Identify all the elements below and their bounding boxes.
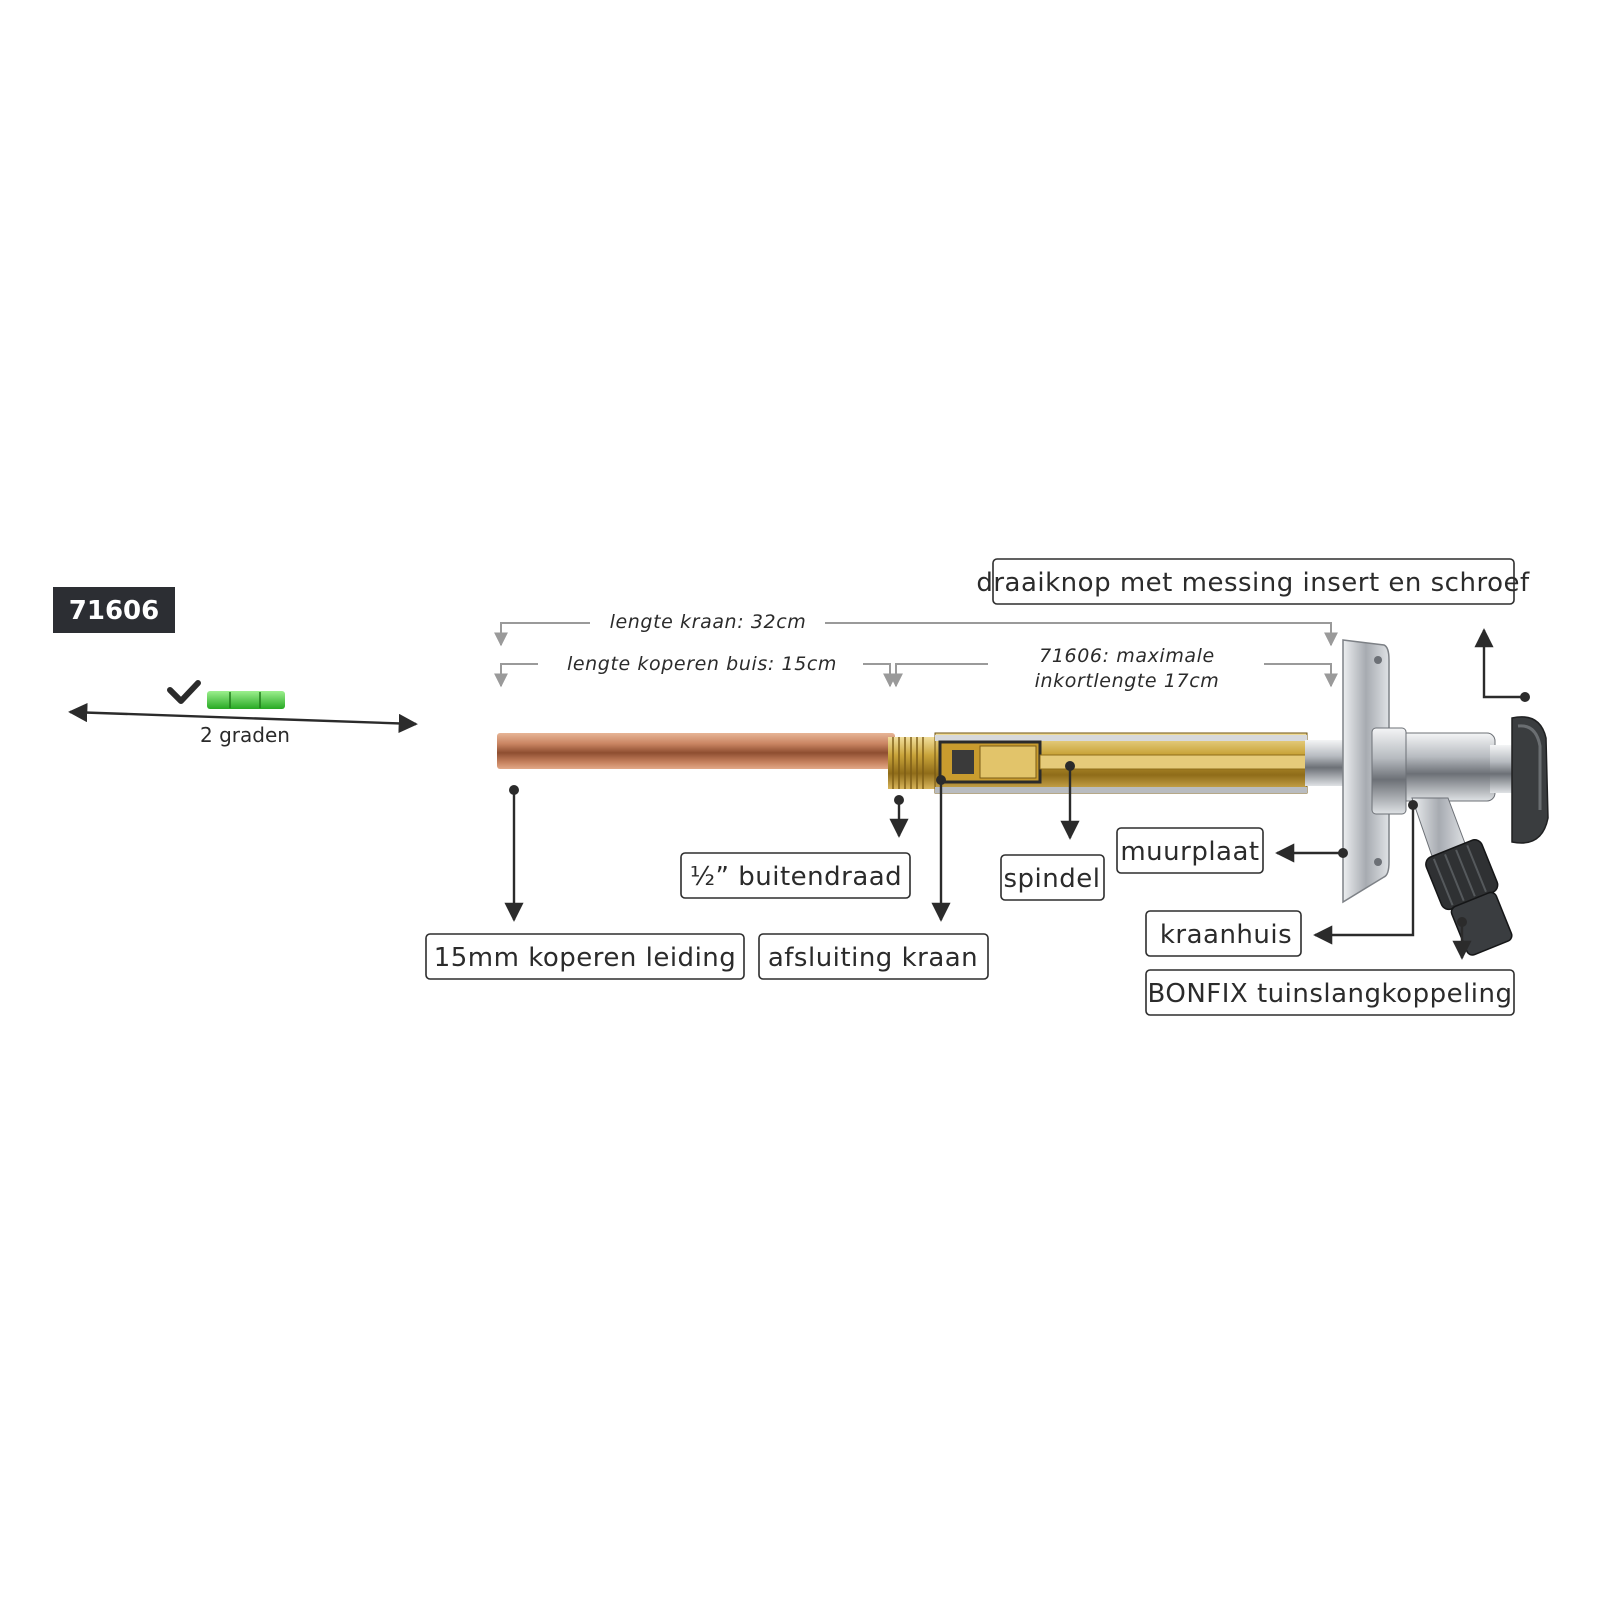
product-code-badge: 71606 xyxy=(53,587,175,633)
label-wall-plate-text: muurplaat xyxy=(1120,837,1259,867)
dimension-shorten-length: 71606: maximale inkortlengte 17cm xyxy=(889,645,1338,692)
label-thread: ½” buitendraad xyxy=(680,852,911,899)
hose-coupling xyxy=(1425,839,1513,956)
spirit-level-icon xyxy=(207,691,285,709)
faucet-housing xyxy=(1371,727,1496,857)
label-coupling: BONFIX tuinslangkoppeling xyxy=(1145,969,1515,1016)
label-housing-text: kraanhuis xyxy=(1160,920,1292,950)
label-coupling-text: BONFIX tuinslangkoppeling xyxy=(1147,979,1512,1009)
total-length-text: lengte kraan: 32cm xyxy=(610,611,807,633)
leader-lines xyxy=(504,628,1530,960)
spindle-rod xyxy=(1039,754,1308,770)
shorten-length-line2: inkortlengte 17cm xyxy=(1035,670,1220,692)
faucet-illustration xyxy=(497,639,1549,956)
tilt-caption: 2 graden xyxy=(200,723,290,747)
thread-section xyxy=(888,737,936,789)
label-shutoff: afsluiting kraan xyxy=(758,933,989,980)
product-code: 71606 xyxy=(69,596,159,626)
check-icon xyxy=(167,680,201,704)
label-spindle-text: spindel xyxy=(1004,864,1101,894)
label-housing: kraanhuis xyxy=(1145,910,1302,957)
copper-length-text: lengte koperen buis: 15cm xyxy=(567,653,837,675)
label-shutoff-text: afsluiting kraan xyxy=(768,943,978,973)
wall-plate xyxy=(1342,639,1390,904)
label-wall-plate: muurplaat xyxy=(1116,827,1264,874)
level-indicator: 2 graden xyxy=(68,680,418,747)
tilt-arrow xyxy=(68,703,418,733)
knob xyxy=(1490,716,1549,844)
shorten-length-line1: 71606: maximale xyxy=(1039,645,1215,667)
label-thread-text: ½” buitendraad xyxy=(690,862,902,892)
label-copper-pipe: 15mm koperen leiding xyxy=(425,933,745,980)
label-knob-text: draaiknop met messing insert en schroef xyxy=(976,568,1530,598)
label-spindle: spindel xyxy=(1000,854,1105,901)
dimension-total-length: lengte kraan: 32cm xyxy=(494,611,1338,647)
copper-pipe xyxy=(497,733,895,769)
label-knob: draaiknop met messing insert en schroef xyxy=(976,558,1530,605)
dimension-copper-length: lengte koperen buis: 15cm xyxy=(494,653,897,688)
label-copper-pipe-text: 15mm koperen leiding xyxy=(434,943,737,973)
